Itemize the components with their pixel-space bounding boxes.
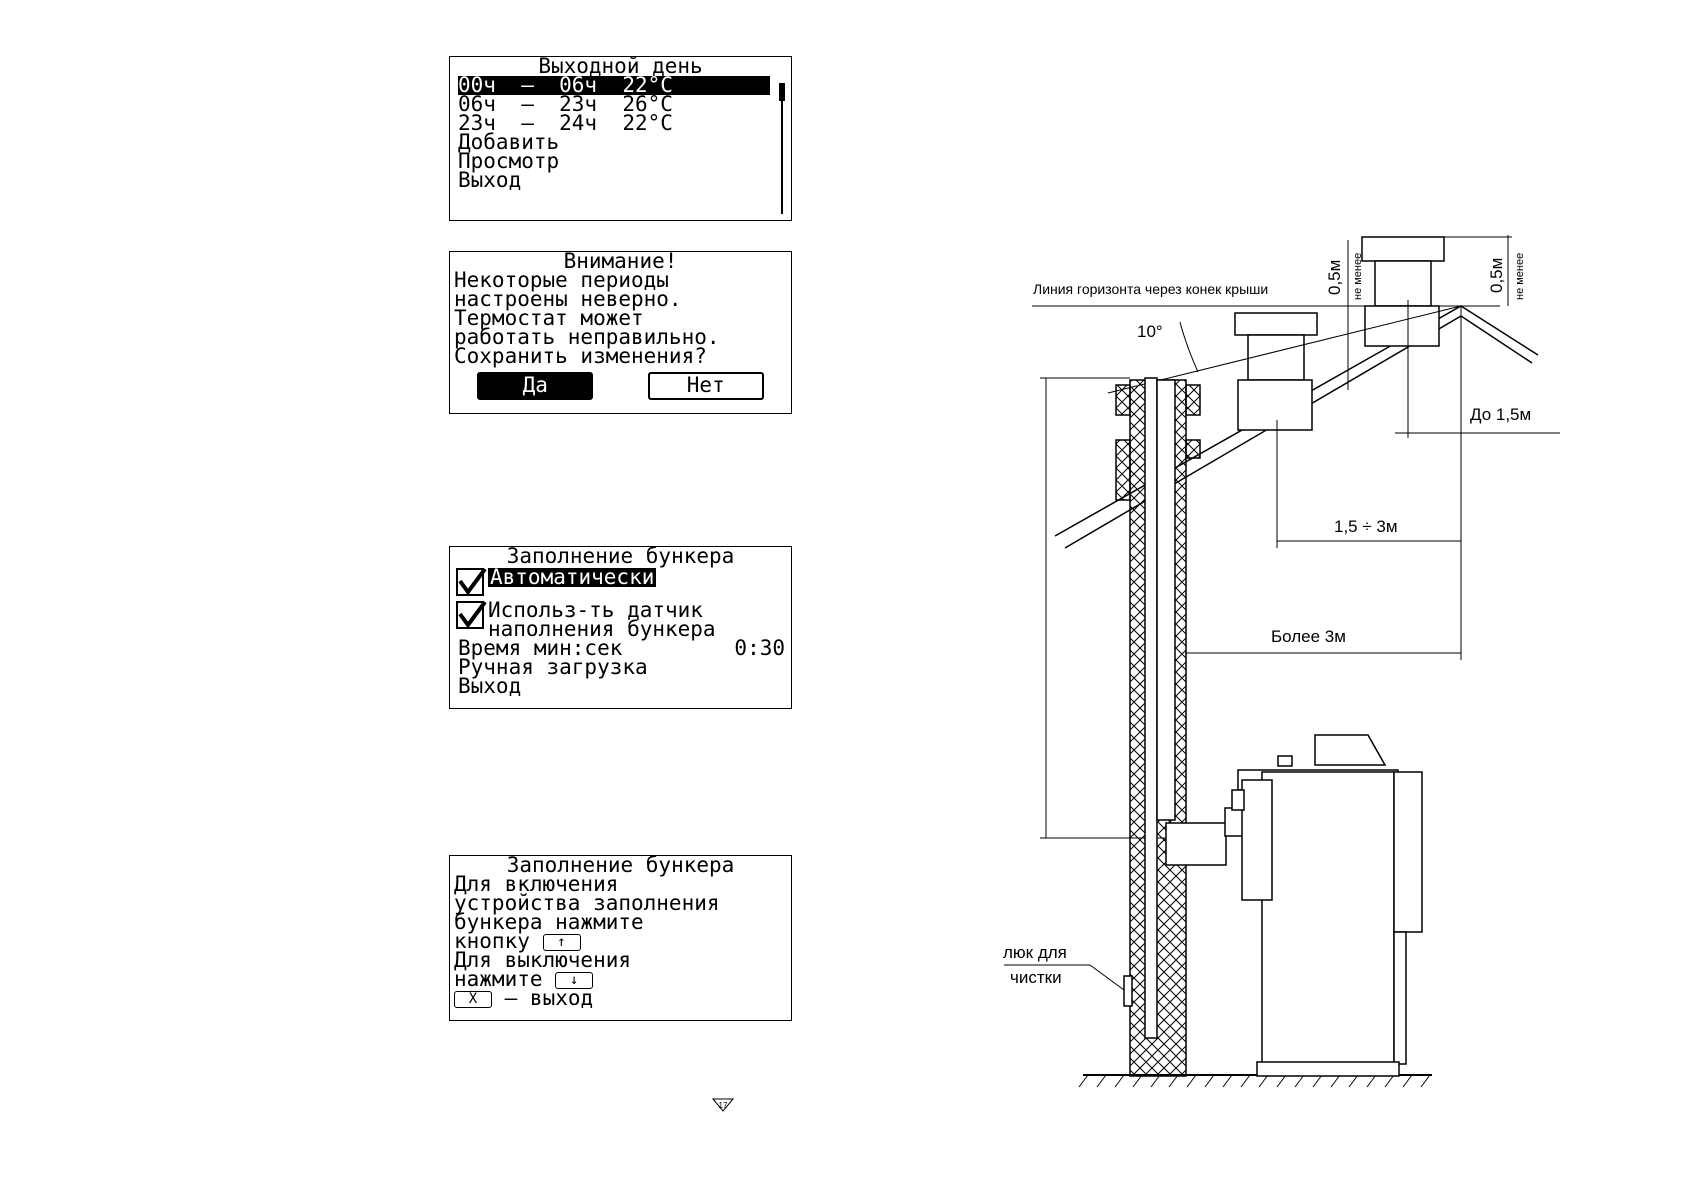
- checkmark-icon: [458, 600, 487, 629]
- sensor-label-1: Использ-ть датчик: [488, 598, 703, 622]
- dim-left-note: не менее: [1352, 253, 1364, 300]
- text-line-5: Для выключения: [454, 948, 632, 972]
- scrollbar-thumb[interactable]: [779, 83, 785, 101]
- menu-exit[interactable]: Выход: [458, 168, 522, 192]
- dialog-line-4: работать неправильно.: [454, 325, 720, 349]
- dialog-line-2: настроены неверно.: [454, 287, 682, 311]
- dialog-line-1: Некоторые периоды: [454, 268, 669, 292]
- menu-view[interactable]: Просмотр: [458, 149, 560, 173]
- main-chimney: [1115, 377, 1201, 1077]
- dialog-line-5: Сохранить изменения?: [454, 344, 707, 368]
- page-number-badge: 17: [711, 1098, 735, 1112]
- text-line-1: Для включения: [454, 872, 619, 896]
- text-line-7: X – выход: [450, 988, 791, 1009]
- angle-arc: [1179, 321, 1199, 373]
- up-to-label: До 1,5м: [1470, 405, 1531, 424]
- schedule-item-3[interactable]: 23ч – 24ч 22°C: [458, 111, 673, 135]
- page-number: 17: [711, 1097, 735, 1112]
- angle-label: 10°: [1137, 322, 1163, 341]
- time-value: 0:30: [734, 636, 785, 660]
- roof-chimney-right: [1361, 236, 1445, 347]
- menu-exit[interactable]: Выход: [458, 674, 522, 698]
- yes-button[interactable]: Да: [477, 372, 594, 400]
- text-line-4: кнопку ↑: [450, 931, 791, 952]
- roof-chimney-left: [1234, 312, 1318, 431]
- scrollbar-track: [781, 83, 783, 214]
- lcd-weekend-schedule: Выходной день 00ч – 06ч 22°C 06ч – 23ч 2…: [449, 56, 792, 221]
- page-number-text: 17: [719, 1101, 728, 1110]
- sensor-checkbox[interactable]: [456, 600, 487, 629]
- horizon-label: Линия горизонта через конек крыши: [1033, 281, 1268, 297]
- hatch-label-1: люк для: [1003, 943, 1067, 962]
- time-setting-row[interactable]: Время мин:сек 0:30: [450, 636, 791, 660]
- menu-add[interactable]: Добавить: [458, 130, 560, 154]
- slope-line: [1107, 305, 1462, 394]
- range-label: 1,5 ÷ 3м: [1334, 517, 1398, 536]
- flue-pipe: [1165, 822, 1227, 866]
- dialog-title: Внимание!: [563, 249, 678, 273]
- text-line-6: нажмите ↓: [450, 969, 791, 990]
- no-button[interactable]: Нет: [647, 372, 764, 400]
- dim-left-label: 0,5м: [1325, 260, 1344, 295]
- screen-title: Заполнение бункера: [506, 544, 735, 568]
- dim-right-label: 0,5м: [1487, 258, 1506, 293]
- time-label: Время мин:сек: [458, 636, 623, 660]
- text-line-2: устройства заполнения: [454, 891, 720, 915]
- text-line-3: бункера нажмите: [454, 910, 644, 934]
- x-key-icon: X: [454, 990, 492, 1008]
- auto-label[interactable]: Автоматически: [488, 565, 657, 589]
- schedule-item-1[interactable]: 00ч – 06ч 22°C: [458, 75, 770, 96]
- lcd-hopper-manual: Заполнение бункера Для включения устройс…: [449, 855, 792, 1021]
- manual-load[interactable]: Ручная загрузка: [458, 655, 648, 679]
- schedule-item-2[interactable]: 06ч – 23ч 26°C: [458, 92, 673, 116]
- sensor-label-2: наполнения бункера: [488, 617, 716, 641]
- boiler: [1224, 734, 1423, 1077]
- more-than-label: Более 3м: [1271, 627, 1346, 646]
- auto-checkbox[interactable]: [456, 567, 487, 596]
- ground-hatch: [1078, 1074, 1431, 1088]
- checkmark-icon: [458, 567, 487, 596]
- lcd-warning-dialog: Внимание! Некоторые периоды настроены не…: [449, 251, 792, 414]
- screen-title: Выходной день: [538, 54, 703, 78]
- lcd-hopper-settings: Заполнение бункера Автоматически Использ…: [449, 546, 792, 709]
- down-key-icon: ↓: [555, 971, 594, 989]
- screen-title: Заполнение бункера: [506, 853, 735, 877]
- up-key-icon: ↑: [542, 933, 581, 951]
- dim-right-note: не менее: [1514, 253, 1526, 300]
- hatch-label-2: чистки: [1010, 968, 1062, 987]
- dialog-line-3: Термостат может: [454, 306, 644, 330]
